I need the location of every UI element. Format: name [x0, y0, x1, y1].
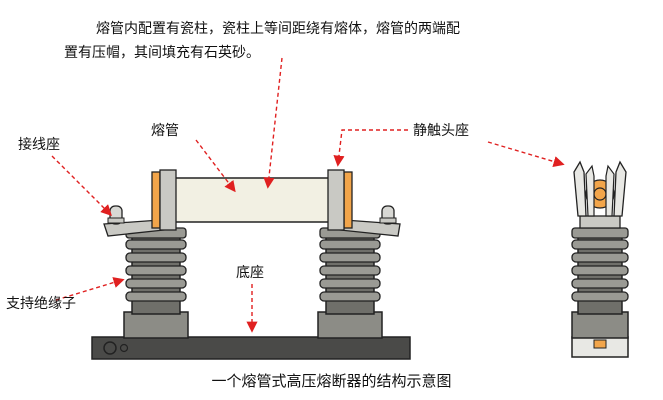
left-support-insulator — [123, 227, 189, 339]
static-contact-left — [159, 169, 177, 231]
label-terminal-seat: 接线座 — [18, 137, 60, 153]
arrow-description — [263, 57, 283, 189]
arrow-contact-left — [333, 129, 408, 167]
arrow-contact-right — [487, 141, 565, 167]
press-cap-left — [151, 171, 161, 229]
base-bolt-hole — [103, 341, 117, 355]
figure-caption: 一个熔管式高压熔断器的结构示意图 — [211, 372, 452, 390]
arrow-support — [55, 277, 125, 301]
label-fuse-tube: 熔管 — [151, 123, 179, 139]
side-view-contact-seat — [573, 160, 627, 229]
label-base: 底座 — [236, 265, 264, 281]
left-terminal-seat — [103, 205, 165, 237]
press-cap-right — [343, 171, 353, 229]
arrow-terminal — [51, 155, 112, 216]
description-line-1: 熔管内配置有瓷柱，瓷柱上等间距绕有熔体，熔管的两端配 — [96, 21, 460, 37]
description-line-2: 置有压帽，其间填充有石英砂。 — [64, 45, 260, 61]
fuse-tube — [151, 169, 353, 231]
arrow-fuse-tube — [195, 139, 236, 193]
right-support-insulator — [317, 227, 383, 339]
base-bolt-hole — [119, 343, 129, 353]
label-static-contact-seat: 静触头座 — [413, 123, 469, 139]
static-contact-right — [327, 169, 345, 231]
base-plate — [91, 336, 411, 360]
side-view-insulator — [571, 227, 629, 358]
label-support-insulator: 支持绝缘子 — [6, 296, 76, 312]
